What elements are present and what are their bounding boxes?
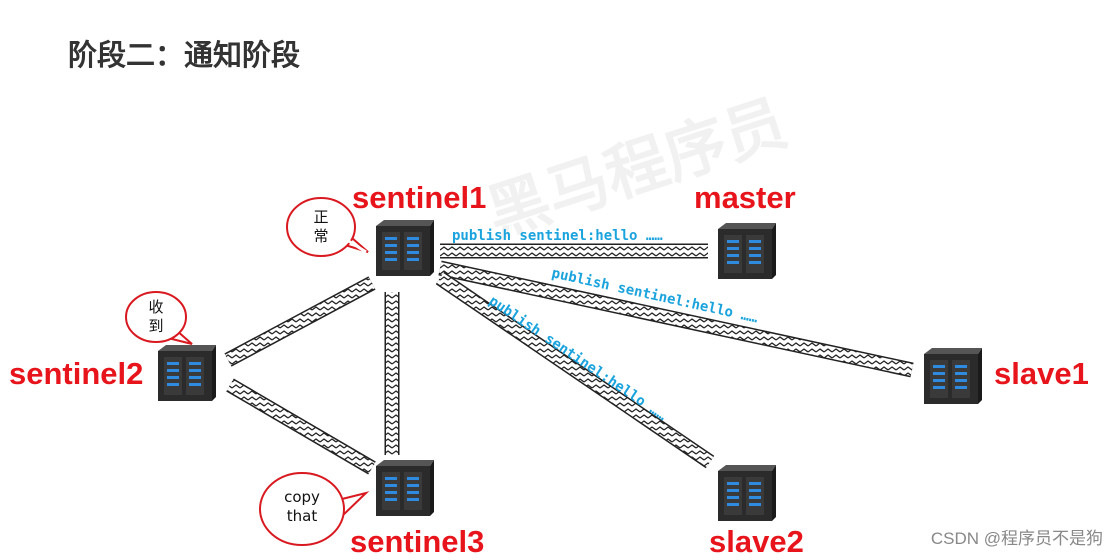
bubble-sentinel3-text: copy that [270,488,334,526]
bubble-sentinel2 [125,291,193,345]
label-sentinel1: sentinel1 [352,180,487,215]
bubble-sentinel1-line2: 常 [313,226,329,245]
link-sentinel1-slave2 [435,271,715,469]
message-to-master: publish sentinel:hello …… [452,228,663,244]
server-icon-sentinel3 [376,460,434,516]
footer-credit: CSDN @程序员不是狗 [930,529,1103,548]
bubble-sentinel3-line1: copy [284,488,320,506]
label-slave1: slave1 [994,356,1089,391]
server-icon-slave2 [718,465,776,521]
label-master: master [694,180,796,215]
bubble-sentinel2-line1: 收 [148,298,164,316]
server-icon-slave1 [924,348,982,404]
server-icon-sentinel2 [158,345,216,401]
bubble-sentinel2-line2: 到 [148,316,164,335]
slide-title: 阶段二：通知阶段 [68,38,301,72]
bubble-sentinel2-text: 收 到 [141,298,171,336]
label-sentinel2: sentinel2 [9,356,144,391]
server-icon-master [718,223,776,279]
label-sentinel3: sentinel3 [350,524,485,559]
bubble-sentinel1 [286,197,369,257]
server-icon-sentinel1 [376,220,434,276]
link-sentinel1-sentinel2 [224,276,376,367]
link-sentinel1-slave1 [438,260,914,378]
bubble-sentinel3-line2: that [286,506,318,525]
label-slave2: slave2 [709,524,804,559]
bubble-sentinel1-line1: 正 [313,208,329,226]
bubble-sentinel3 [259,472,370,546]
link-sentinel2-sentinel3 [226,378,376,475]
bubble-sentinel1-text: 正 常 [306,208,336,246]
